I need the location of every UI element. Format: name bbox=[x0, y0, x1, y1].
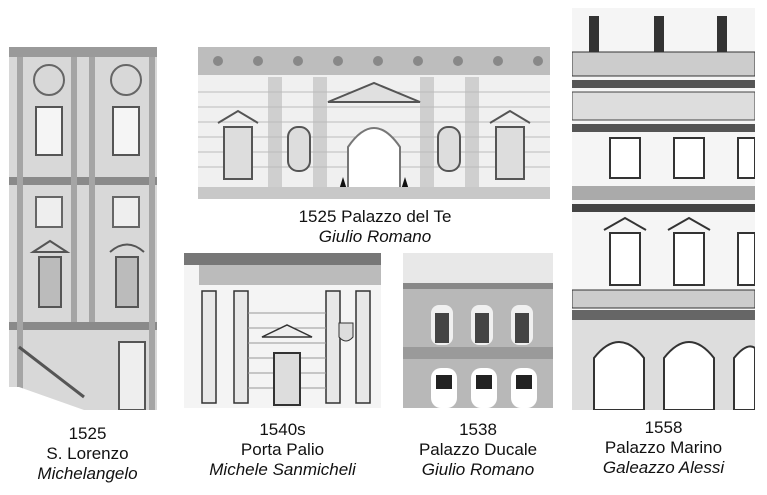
palazzo-del-te-caption: 1525 Palazzo del Te Giulio Romano bbox=[190, 207, 560, 247]
palazzo-marino-year: 1558 bbox=[644, 418, 683, 437]
porta-palio-year: 1540s bbox=[259, 420, 306, 439]
palazzo-del-te-architect: Giulio Romano bbox=[318, 227, 432, 246]
palazzo-ducale-year: 1538 bbox=[459, 420, 497, 439]
palazzo-ducale-image bbox=[403, 253, 553, 408]
palazzo-del-te-image bbox=[198, 47, 550, 199]
porta-palio-image bbox=[184, 253, 381, 408]
porta-palio-architect: Michele Sanmicheli bbox=[209, 460, 356, 479]
porta-palio-name: Porta Palio bbox=[240, 440, 325, 459]
palazzo-marino-caption: 1558 Palazzo Marino Galeazzo Alessi bbox=[572, 418, 755, 478]
palazzo-ducale-caption: 1538 Palazzo Ducale Giulio Romano bbox=[398, 420, 558, 480]
s-lorenzo-architect: Michelangelo bbox=[37, 464, 138, 483]
palazzo-ducale-architect: Giulio Romano bbox=[421, 460, 535, 479]
palazzo-del-te-title: 1525 Palazzo del Te bbox=[298, 207, 452, 226]
palazzo-marino-name: Palazzo Marino bbox=[604, 438, 723, 457]
porta-palio-caption: 1540s Porta Palio Michele Sanmicheli bbox=[184, 420, 381, 480]
s-lorenzo-caption: 1525 S. Lorenzo Michelangelo bbox=[0, 424, 175, 484]
palazzo-marino-architect: Galeazzo Alessi bbox=[602, 458, 725, 477]
palazzo-marino-image bbox=[572, 8, 755, 410]
palazzo-ducale-name: Palazzo Ducale bbox=[418, 440, 538, 459]
s-lorenzo-year: 1525 bbox=[68, 424, 107, 443]
s-lorenzo-image bbox=[9, 47, 157, 410]
s-lorenzo-name: S. Lorenzo bbox=[46, 444, 129, 463]
